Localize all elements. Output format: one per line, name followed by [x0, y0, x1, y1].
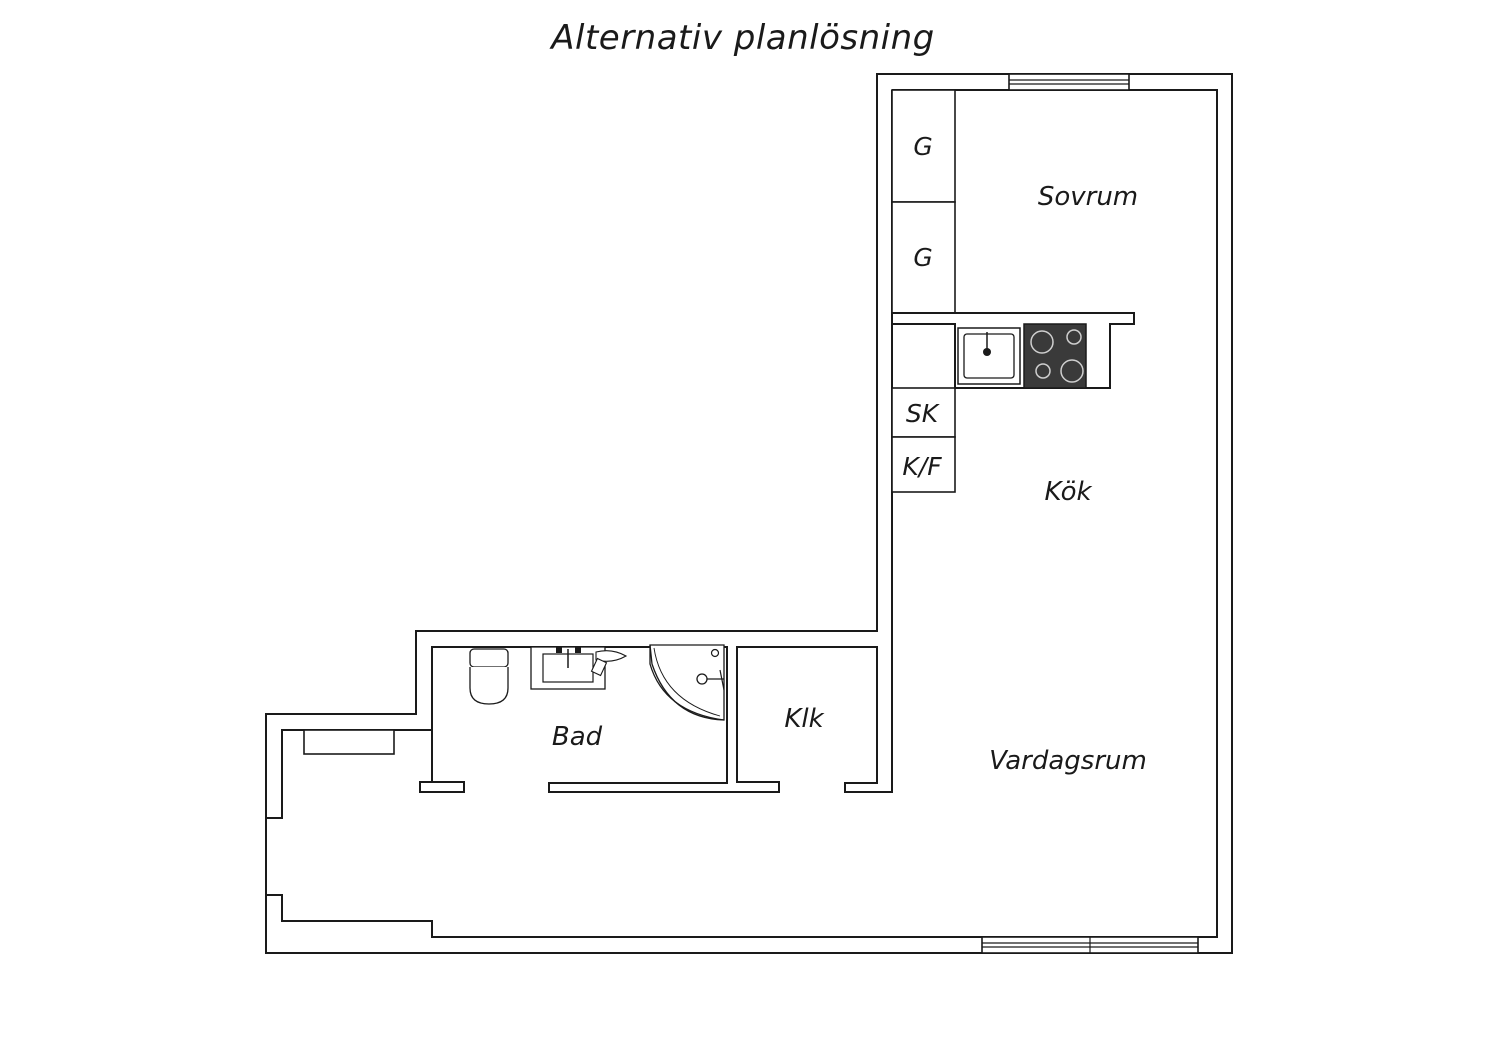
- storage-cabinet: [891, 387, 956, 438]
- room-label-klk: Klk: [784, 704, 824, 734]
- stove-icon: [1023, 323, 1087, 389]
- plan-title: Alternativ planlösning: [551, 18, 935, 58]
- toilet-icon: [469, 648, 509, 705]
- hall-shelf: [303, 729, 395, 755]
- room-label-kok: Kök: [1044, 477, 1092, 507]
- room-label-vardagsrum: Vardagsrum: [989, 746, 1147, 776]
- wardrobe-2-label: G: [913, 243, 932, 272]
- inner-wall: [266, 89, 1218, 938]
- window-bottom: [981, 936, 1199, 954]
- shower-icon: [649, 644, 725, 721]
- room-label-sovrum: Sovrum: [1038, 182, 1138, 212]
- storage-cabinet-label: SK: [906, 399, 941, 428]
- wardrobe-2: [891, 201, 956, 314]
- wardrobe-1: [891, 89, 956, 203]
- window-top: [1008, 73, 1130, 91]
- kitchen-sink-icon: [957, 327, 1021, 385]
- outer-wall: [265, 73, 1233, 954]
- fridge-freezer-label: K/F: [902, 452, 942, 481]
- washbasin-icon: [530, 646, 628, 690]
- inner-wall-kitchen-left: [419, 90, 893, 793]
- room-label-bad: Bad: [552, 722, 603, 752]
- room-divider: [892, 312, 1135, 389]
- fridge-freezer: [891, 436, 956, 493]
- wardrobe-1-label: G: [913, 132, 932, 161]
